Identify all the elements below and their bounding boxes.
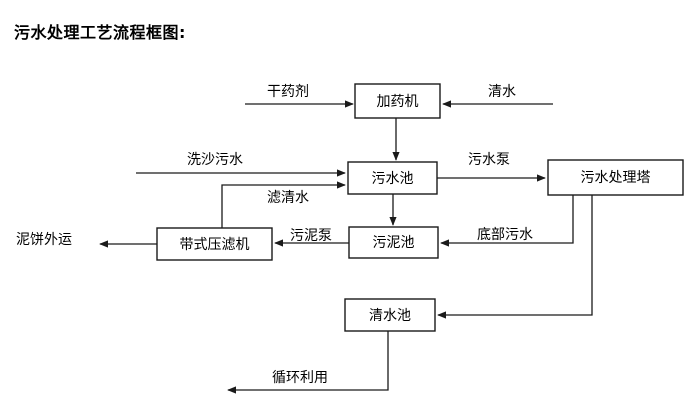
- label-mud-cake-out: 泥饼外运: [16, 232, 72, 248]
- label-sludge-pump: 污泥泵: [290, 228, 332, 244]
- node-wastewater-pool-box: [347, 161, 438, 195]
- label-bottom-wastewater: 底部污水: [477, 227, 533, 243]
- node-treatment-tower-label: 污水处理塔: [581, 170, 651, 186]
- node-sludge-pool-label: 污泥池: [373, 235, 415, 251]
- node-dosing-machine-box: [354, 83, 441, 119]
- label-sand-wash-wastewater: 洗沙污水: [187, 152, 243, 168]
- node-wastewater-pool-label: 污水池: [372, 171, 414, 187]
- page-title: 污水处理工艺流程框图:: [14, 23, 186, 42]
- edge-treatment-tower-to-sludge-pool: [440, 195, 574, 247]
- label-recycling-reuse: 循环利用: [272, 370, 328, 386]
- node-clean-water-pool[interactable]: 清水池: [344, 298, 436, 332]
- edge-clean-water-pool-to-recycling: [227, 331, 389, 394]
- node-dosing-machine[interactable]: 加药机: [354, 83, 441, 119]
- node-sludge-pool[interactable]: 污泥池: [348, 226, 439, 259]
- edge-treatment-tower-to-clean-water-pool: [437, 195, 593, 319]
- node-treatment-tower[interactable]: 污水处理塔: [547, 159, 684, 196]
- edge-filtered-water-to-wastewater-pool: [221, 181, 346, 228]
- node-belt-filter-press-label: 带式压滤机: [180, 237, 250, 253]
- node-wastewater-pool[interactable]: 污水池: [347, 161, 438, 195]
- node-clean-water-pool-label: 清水池: [369, 308, 411, 324]
- node-dosing-machine-label: 加药机: [377, 94, 419, 110]
- label-dry-chemical: 干药剂: [267, 84, 309, 100]
- label-filtered-clean-water: 滤清水: [267, 190, 309, 206]
- label-sewage-pump: 污水泵: [468, 152, 510, 168]
- label-clean-water-in: 清水: [488, 84, 516, 100]
- node-belt-filter-press[interactable]: 带式压滤机: [156, 227, 273, 261]
- node-treatment-tower-box: [547, 159, 684, 196]
- node-sludge-pool-box: [348, 226, 439, 259]
- node-clean-water-pool-box: [344, 298, 436, 332]
- node-belt-filter-press-box: [156, 227, 273, 261]
